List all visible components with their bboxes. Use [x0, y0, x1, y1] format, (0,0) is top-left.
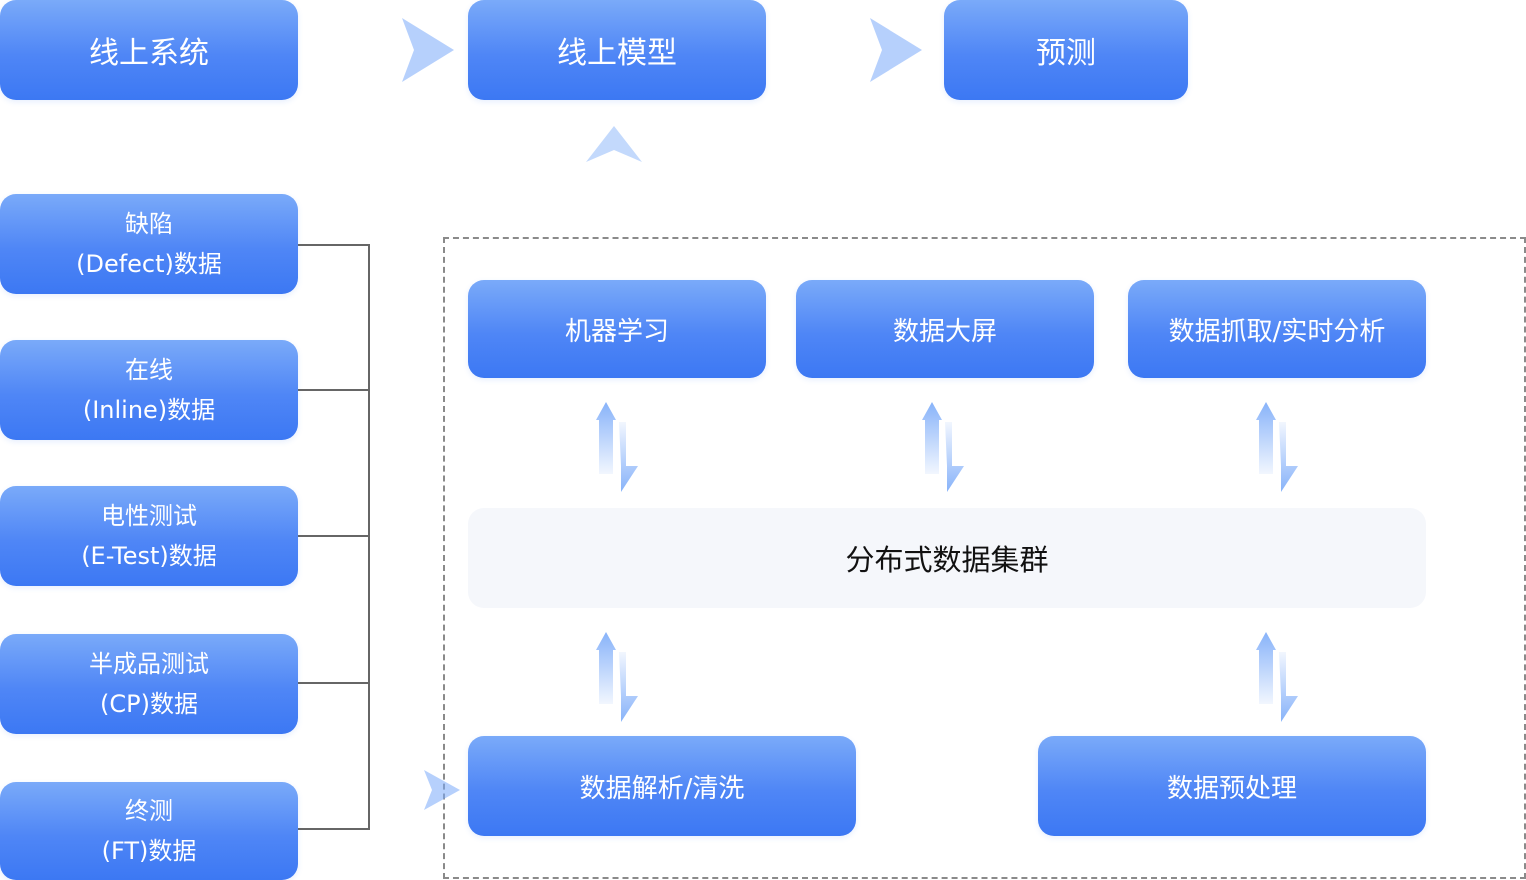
source-box-inline: 在线 (Inline)数据 — [0, 340, 298, 440]
grab-analysis-label: 数据抓取/实时分析 — [1168, 316, 1386, 347]
source-box-ft: 终测 (FT)数据 — [0, 782, 298, 880]
source-subtitle: (FT)数据 — [101, 837, 197, 865]
bidirectional-arrow-icon — [1256, 402, 1298, 492]
source-subtitle: (CP)数据 — [100, 690, 198, 718]
source-box-etest: 电性测试 (E-Test)数据 — [0, 486, 298, 586]
arrow-right-icon — [376, 770, 460, 810]
predict-label: 预测 — [1036, 36, 1096, 71]
platform-region — [443, 237, 1526, 879]
bidirectional-arrow-icon — [596, 632, 638, 722]
big-screen-label: 数据大屏 — [892, 316, 997, 347]
preprocess-label: 数据预处理 — [1166, 773, 1297, 804]
preprocess-box: 数据预处理 — [1038, 736, 1426, 836]
source-title: 缺陷 — [125, 210, 173, 238]
big-screen-box: 数据大屏 — [796, 280, 1094, 378]
distributed-cluster-box: 分布式数据集群 — [468, 508, 1426, 608]
source-box-cp: 半成品测试 (CP)数据 — [0, 634, 298, 734]
arrow-right-icon — [790, 18, 922, 82]
ml-label: 机器学习 — [564, 316, 669, 347]
parse-clean-box: 数据解析/清洗 — [468, 736, 856, 836]
source-bracket — [298, 244, 370, 830]
grab-analysis-box: 数据抓取/实时分析 — [1128, 280, 1426, 378]
source-title: 半成品测试 — [89, 650, 209, 678]
online-system-box: 线上系统 — [0, 0, 298, 100]
arrow-up-icon — [586, 126, 642, 214]
bidirectional-arrow-icon — [922, 402, 964, 492]
online-system-label: 线上系统 — [89, 36, 209, 71]
source-box-defect: 缺陷 (Defect)数据 — [0, 194, 298, 294]
source-subtitle: (Inline)数据 — [82, 396, 216, 424]
predict-box: 预测 — [944, 0, 1188, 100]
online-model-label: 线上模型 — [557, 36, 677, 71]
source-title: 在线 — [125, 356, 173, 384]
source-subtitle: (Defect)数据 — [76, 250, 222, 278]
online-model-box: 线上模型 — [468, 0, 766, 100]
distributed-cluster-label: 分布式数据集群 — [845, 543, 1049, 577]
arrow-right-icon — [322, 18, 454, 82]
bidirectional-arrow-icon — [596, 402, 638, 492]
bidirectional-arrow-icon — [1256, 632, 1298, 722]
source-title: 终测 — [125, 797, 173, 825]
ml-box: 机器学习 — [468, 280, 766, 378]
source-subtitle: (E-Test)数据 — [81, 542, 217, 570]
parse-clean-label: 数据解析/清洗 — [579, 773, 745, 804]
source-title: 电性测试 — [101, 502, 197, 530]
